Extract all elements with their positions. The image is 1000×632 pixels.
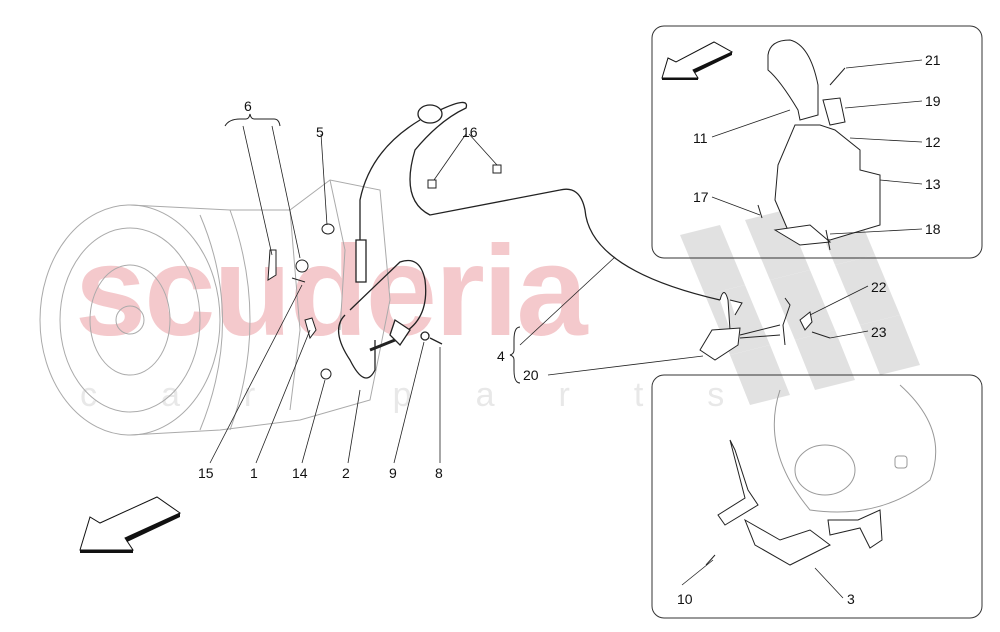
watermark-car-parts: car parts: [80, 376, 789, 414]
callout-14: 14: [292, 465, 308, 481]
callout-2: 2: [342, 465, 350, 481]
callout-6: 6: [244, 98, 252, 114]
transmission-housing: [39, 179, 391, 436]
callout-10: 10: [677, 591, 693, 607]
callout-12: 12: [925, 134, 941, 150]
callout-20: 20: [523, 367, 539, 383]
callout-11: 11: [693, 130, 708, 146]
inset-box-paddle: [651, 374, 983, 619]
leader-lines: [209, 59, 923, 599]
callout-1: 1: [250, 465, 258, 481]
shift-cable: [355, 101, 721, 301]
callout-17: 17: [693, 189, 709, 205]
harness-part-2: [338, 259, 443, 379]
callout-15: 15: [198, 465, 214, 481]
inset-box-knob: [651, 25, 983, 259]
callout-3: 3: [847, 591, 855, 607]
callout-5: 5: [316, 124, 324, 140]
paddle-bracket: [705, 439, 883, 566]
callout-4: 4: [497, 348, 505, 364]
gear-knob-drawing: [757, 39, 881, 251]
callout-18: 18: [925, 221, 941, 237]
callout-9: 9: [389, 465, 397, 481]
callout-19: 19: [925, 93, 941, 109]
selector-lever-unit: [699, 292, 831, 361]
small-parts: [267, 164, 502, 380]
watermark-scuderia: scuderia: [75, 220, 587, 363]
callout-21: 21: [925, 52, 941, 68]
direction-arrow-icon: [79, 496, 182, 553]
callout-8: 8: [435, 465, 443, 481]
paddle-shifter-drawing: [773, 384, 937, 513]
direction-arrow-icon-inset: [661, 41, 734, 80]
callout-22: 22: [871, 279, 887, 295]
callout-23: 23: [871, 324, 887, 340]
callout-16: 16: [462, 124, 478, 140]
callout-13: 13: [925, 176, 941, 192]
